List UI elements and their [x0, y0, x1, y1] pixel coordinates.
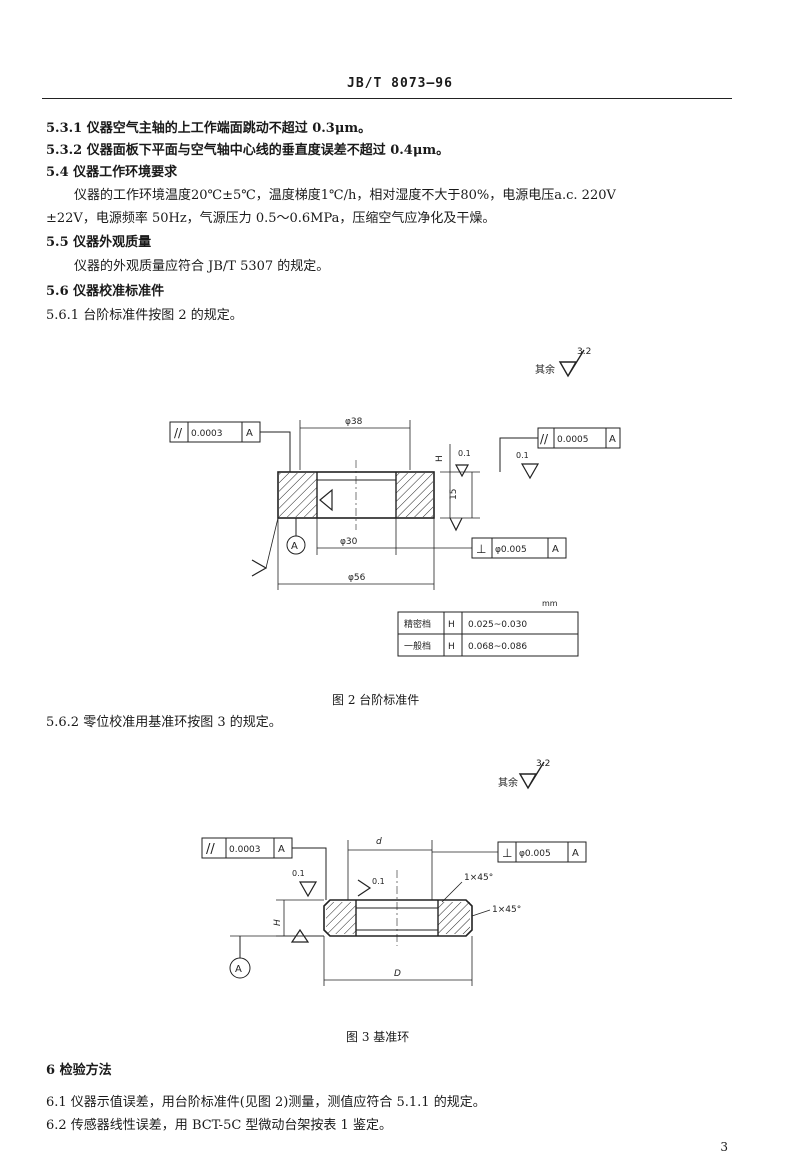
fig3-rough-top: 0.1	[292, 869, 305, 878]
fig2-dim-step: H	[435, 455, 445, 462]
fig3-dim-d: d	[376, 837, 382, 847]
fig3-datum-label: A	[235, 964, 242, 975]
fig2-dim-od: φ56	[348, 573, 366, 583]
fig3-roughness-symbol	[518, 761, 545, 790]
clause-5-4-text-1: 仪器的工作环境温度20℃±5℃，温度梯度1℃/h，相对湿度不大于80%，电源电压…	[74, 188, 616, 203]
clause-5-5-heading: 5.5 仪器外观质量	[46, 235, 152, 250]
fig3-tol-perp-value: φ0.005	[519, 849, 551, 859]
fig2-table-unit: mm	[542, 599, 558, 608]
figure-3-caption: 图 3 基准环	[346, 1030, 410, 1044]
fig2-tol-perp-value: φ0.005	[495, 545, 527, 555]
fig3-tol-left-value: 0.0003	[229, 845, 261, 855]
fig2-rough-b: 0.1	[516, 451, 529, 460]
fig2-table-row2-val: 0.068~0.086	[468, 642, 527, 652]
fig2-table-row1-sym: H	[448, 620, 455, 630]
fig2-dim-height: 15	[449, 489, 459, 500]
fig2-datum-label: A	[291, 541, 298, 552]
fig2-table-row2-sym: H	[448, 642, 455, 652]
fig3-dim-D: D	[394, 969, 401, 979]
clause-5-4-heading: 5.4 仪器工作环境要求	[46, 165, 178, 180]
fig3-datum-circle	[229, 957, 251, 979]
fig3-dim-h: H	[273, 919, 283, 926]
clause-6-1: 6.1 仪器示值误差，用台阶标准件(见图 2)测量，测值应符合 5.1.1 的规…	[46, 1095, 486, 1110]
fig2-dim-top: φ38	[345, 417, 363, 427]
figure-2-drawing: 其余 3.2 // 0.0003 A φ38 15 H 0.1 0.1 // 0…	[169, 347, 621, 657]
parallel-icon: //	[206, 842, 215, 857]
clause-5-6-heading: 5.6 仪器校准标准件	[46, 284, 165, 299]
header-rule	[42, 98, 732, 99]
fig3-tol-left-datum: A	[278, 844, 285, 855]
perpendicular-icon: ⊥	[476, 542, 486, 556]
fig2-tol-left-value: 0.0003	[191, 429, 223, 439]
fig3-chamfer-1: 1×45°	[464, 873, 493, 883]
fig3-surface-note: 其余	[498, 776, 518, 789]
parallel-icon: //	[540, 432, 549, 446]
figure-2-caption: 图 2 台阶标准件	[332, 693, 420, 707]
fig3-rough-inner: 0.1	[372, 877, 385, 886]
fig2-table-row2-name: 一般档	[404, 640, 431, 652]
clause-5-4-text-2: ±22V，电源频率 50Hz，气源压力 0.5～0.6MPa，压缩空气应净化及干…	[46, 211, 496, 226]
fig2-table-row1-val: 0.025~0.030	[468, 620, 527, 630]
clause-5-3-2: 5.3.2 仪器面板下平面与空气轴中心线的垂直度误差不超过 0.4μm。	[46, 143, 450, 158]
clause-5-6-1: 5.6.1 台阶标准件按图 2 的规定。	[46, 308, 243, 323]
fig2-surface-note: 其余	[535, 363, 555, 376]
section-6-heading: 6 检验方法	[46, 1063, 112, 1078]
fig2-tol-right-value: 0.0005	[557, 435, 589, 445]
fig2-tol-left-datum: A	[246, 428, 253, 439]
running-header: JB/T 8073—96	[347, 76, 453, 91]
clause-5-3-1: 5.3.1 仪器空气主轴的上工作端面跳动不超过 0.3μm。	[46, 121, 372, 136]
parallel-icon: //	[174, 426, 183, 440]
fig2-tol-right-datum: A	[609, 434, 616, 445]
fig3-surface-value: 3.2	[536, 759, 550, 769]
fig2-tol-perp-datum: A	[552, 544, 559, 555]
fig2-roughness-symbol	[558, 349, 585, 378]
figure-3-drawing: 其余 3.2 // 0.0003 A d ⊥ φ0.005 A 0.1 0.1 …	[201, 759, 587, 986]
clause-6-2: 6.2 传感器线性误差，用 BCT-5C 型微动台架按表 1 鉴定。	[46, 1118, 392, 1133]
page-number: 3	[720, 1140, 728, 1154]
fig3-tol-perp-datum: A	[572, 848, 579, 859]
fig2-dim-bore: φ30	[340, 537, 358, 547]
fig2-rough-a: 0.1	[458, 449, 471, 458]
perpendicular-icon: ⊥	[502, 846, 512, 860]
fig3-chamfer-2: 1×45°	[492, 905, 521, 915]
fig2-surface-value: 3.2	[577, 347, 591, 357]
fig2-table-row1-name: 精密档	[404, 618, 431, 630]
clause-5-6-2: 5.6.2 零位校准用基准环按图 3 的规定。	[46, 715, 282, 730]
clause-5-5-text: 仪器的外观质量应符合 JB/T 5307 的规定。	[74, 259, 330, 274]
